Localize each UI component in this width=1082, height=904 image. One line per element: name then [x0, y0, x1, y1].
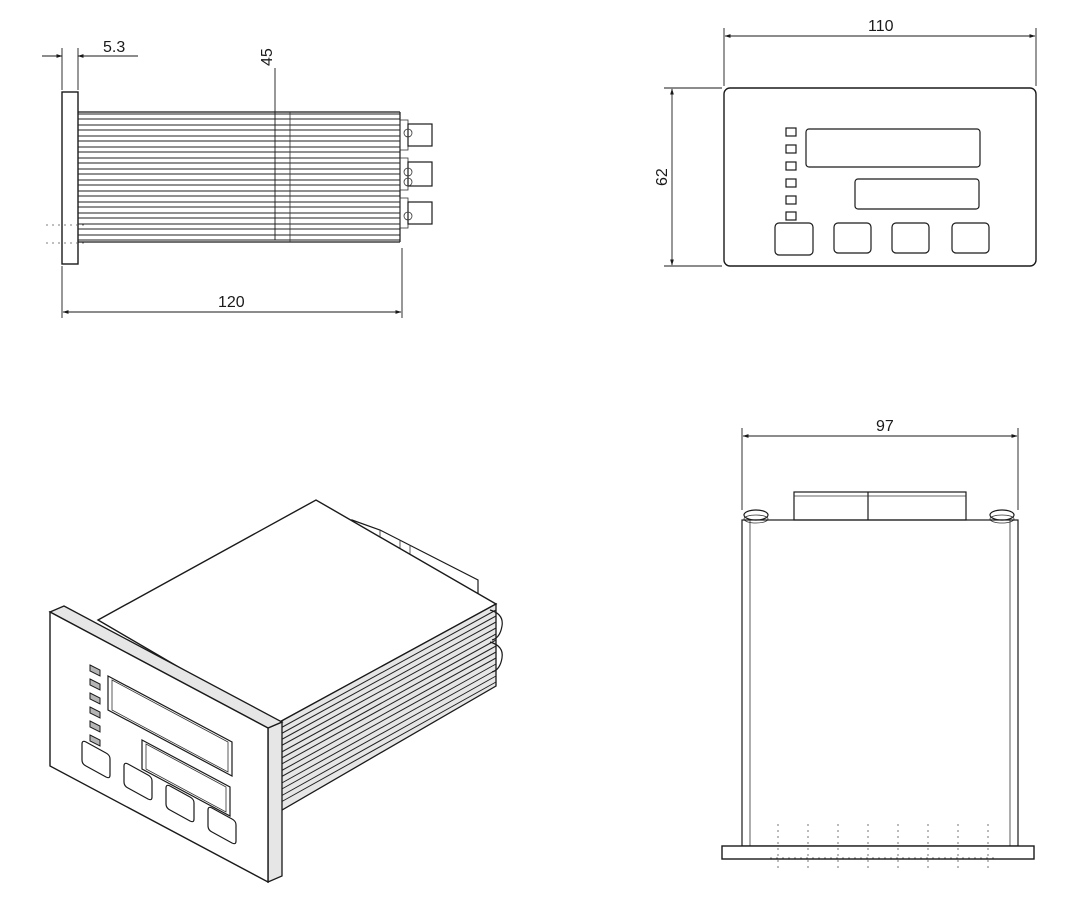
- iso-display-main: [107, 675, 233, 777]
- side-connectors: [399, 119, 433, 229]
- iso-front-face: [49, 610, 269, 884]
- dim-top-width: 97: [741, 418, 1019, 510]
- dim-side-depth: 120: [61, 248, 403, 318]
- dim-flange-thickness: 5.3: [42, 39, 138, 90]
- isometric-view: [48, 499, 503, 884]
- front-display-main: [805, 128, 981, 168]
- iso-fins: [276, 609, 497, 803]
- dim-label-45: 45: [259, 48, 276, 66]
- front-leds: [785, 127, 797, 221]
- top-flange: [721, 845, 1035, 860]
- iso-display-secondary: [141, 738, 231, 818]
- dim-front-width: 110: [723, 18, 1037, 86]
- dim-label-120: 120: [218, 294, 245, 311]
- front-view: 110 62: [654, 18, 1037, 267]
- side-body-fins: [78, 111, 401, 243]
- dim-label-62: 62: [654, 168, 671, 186]
- top-housing: [741, 519, 1019, 847]
- dim-label-97: 97: [876, 418, 894, 435]
- top-hidden-lines: [770, 824, 995, 870]
- dim-front-height: 62: [654, 87, 722, 267]
- front-buttons: [774, 222, 990, 256]
- front-panel: [723, 87, 1037, 267]
- dim-label-110: 110: [868, 18, 894, 35]
- dim-label-5-3: 5.3: [103, 39, 125, 56]
- iso-buttons: [81, 740, 237, 845]
- front-display-secondary: [854, 178, 980, 210]
- side-flange: [61, 91, 79, 265]
- iso-flange-edge: [267, 721, 283, 883]
- iso-leds: [89, 664, 101, 747]
- side-view: 5.3 45 120: [42, 39, 433, 318]
- dim-side-height: 45: [259, 48, 276, 240]
- top-view: 97: [721, 418, 1035, 870]
